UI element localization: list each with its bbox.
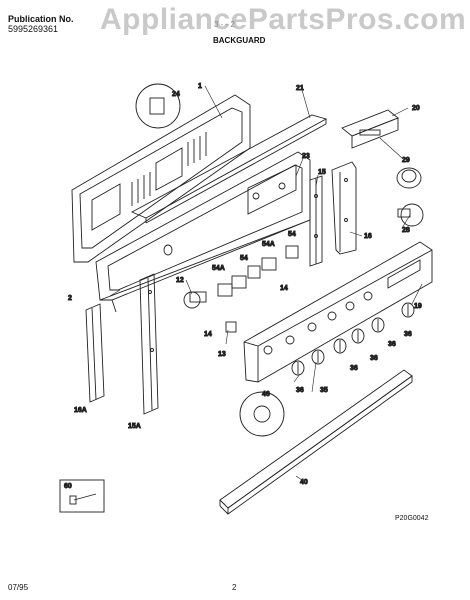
top-trim-strip [130,114,328,224]
callout-16a: 16A [74,407,87,414]
section-title: BACKGUARD [213,36,266,45]
end-cap-16a [85,303,105,403]
callout-54a: 54 [240,255,248,262]
callout-36e: 36 [404,331,412,338]
callout-20: 20 [412,105,420,112]
callout-12: 12 [176,277,184,284]
callout-40: 40 [300,479,308,486]
model-number: 3 - - 2 [214,20,235,29]
knobs [291,302,415,376]
callout-21: 21 [296,85,304,92]
callout-14b: 14 [280,285,288,292]
backguard-frame [95,151,311,313]
callout-54A-2: 54A [262,241,275,248]
watermark: AppliancePartsPros.com [100,3,467,36]
callout-54b: 54 [288,231,296,238]
publication-number: 5995269361 [8,24,59,34]
footer-date: 07/95 [8,583,29,592]
callout-36c: 36 [370,355,378,362]
side-bracket-16 [331,161,357,255]
callout-16: 16 [364,233,372,240]
callout-36b: 36 [350,365,358,372]
figure-code: P20G0042 [395,515,429,522]
callout-15: 15 [318,169,326,176]
callout-19: 19 [414,303,422,310]
upper-right-parts [341,109,424,227]
callout-54A-1: 54A [212,265,225,272]
callout-24: 24 [172,91,180,98]
leader-lines [109,85,423,481]
callout-13: 13 [218,351,226,358]
callout-15a: 15A [128,423,141,430]
callout-35: 35 [320,387,328,394]
callout-28: 28 [402,227,410,234]
callout-36d: 36 [388,341,396,348]
callout-23: 23 [302,153,310,160]
screw-inset [59,479,105,513]
end-bracket-15 [309,175,323,267]
callout-36a: 36 [296,387,304,394]
footer-page: 2 [232,583,237,592]
callout-46: 46 [262,391,270,398]
publication-label: Publication No. [8,14,74,24]
control-panel [243,241,433,383]
end-cap-15a [139,273,159,415]
callout-60: 60 [64,483,72,490]
callout-14a: 14 [204,331,212,338]
rear-panel [71,94,251,263]
lower-trim [219,369,413,515]
callout-29: 29 [402,157,410,164]
detail-circles [135,83,285,437]
switches [183,245,299,333]
callout-2: 2 [68,295,72,302]
callout-1: 1 [198,83,202,90]
